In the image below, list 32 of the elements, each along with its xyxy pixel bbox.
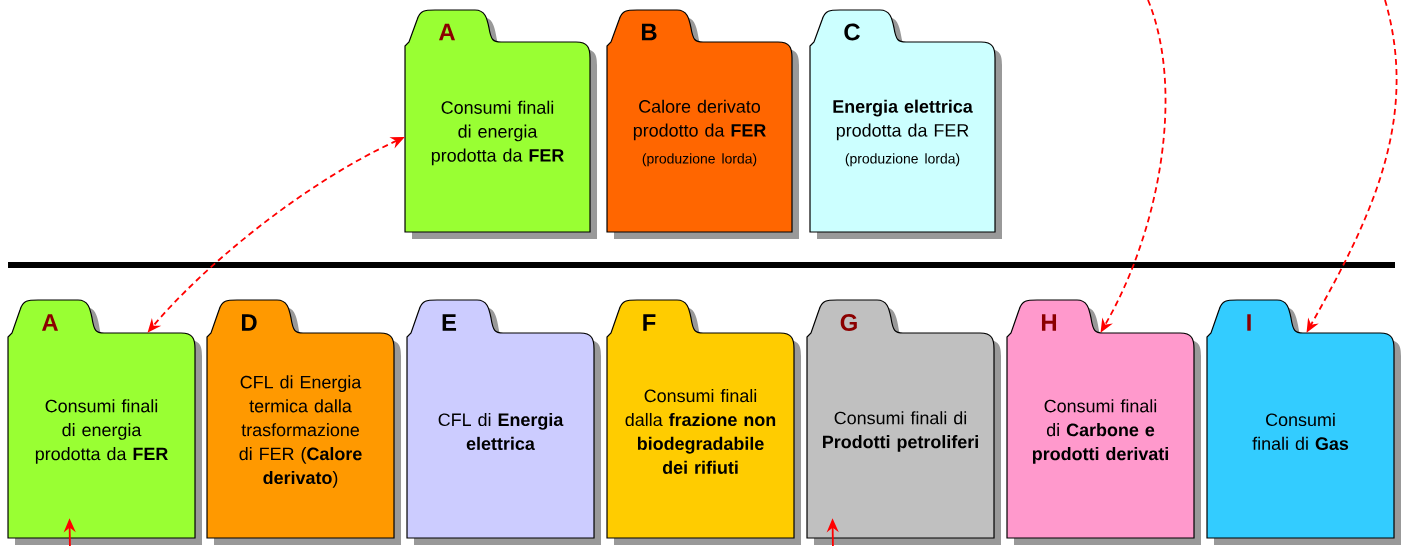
card-text: Consumi finali dalla frazione non biodegradabile dei rifiuti [625,389,776,474]
tab-letter: I [1247,314,1251,331]
folder-card [806,299,1001,545]
tab-letter: E [442,314,457,331]
tab-letter: A [42,314,58,331]
card-text: Consumi finali di energia prodotta da FER [431,100,564,166]
card-text: Consumi finali di Carbone e prodotti derivati [1032,399,1168,464]
card-text: CFL di Energia elettrica [438,412,564,450]
card-text: Calore derivato prodotto da FER [633,99,766,141]
folder-card [1006,299,1201,545]
folder-card [206,299,401,545]
card-text: Energia elettrica prodotta da FER [833,99,973,141]
folder-card [606,299,801,545]
tab-letter: A [438,23,455,41]
tab-letter: C [844,23,860,41]
folder-card [809,9,1002,239]
tab-letter: B [641,23,657,41]
card-text: Consumi finali di Prodotti petroliferi [823,411,978,452]
folder-card [404,9,597,239]
card-text: CFL di Energia termica dalla trasformazione di FER (Calore derivato) [239,375,362,488]
folder-card [606,9,799,239]
note-text: (produzione lorda) [845,153,960,167]
folder-card [7,299,202,545]
tab-letter: G [840,314,857,331]
folder-card [1206,299,1401,545]
tab-letter: H [1041,314,1057,331]
card-text: Consumi finali di energia prodotta da FER [35,399,168,464]
tab-letter: F [643,314,656,331]
note-text: (produzione lorda) [642,153,757,167]
card-text: Consumi finali di Gas [1252,412,1349,450]
folder-card [406,299,601,545]
tab-letter: D [242,314,257,331]
